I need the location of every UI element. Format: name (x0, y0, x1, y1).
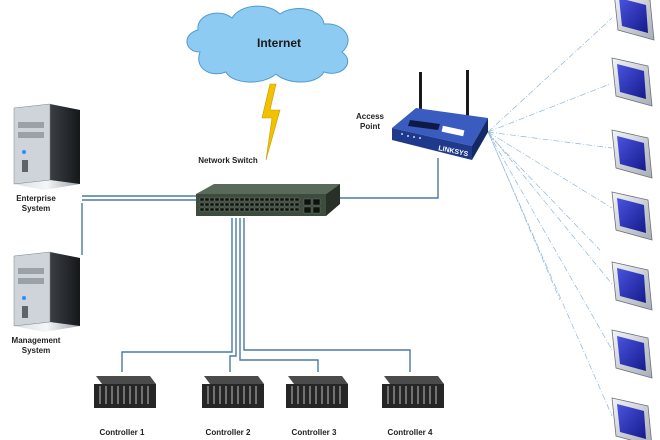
controller-2-device (202, 376, 264, 408)
management-system-label-line1: Management (11, 336, 61, 345)
network-switch-label: Network Switch (198, 156, 258, 165)
management-system-label: Management System (4, 336, 68, 356)
tablet-device-1 (614, 0, 655, 41)
lightning-bolt-icon (261, 83, 281, 161)
tablet-device-7 (611, 397, 652, 440)
management-system-label-line2: System (21, 346, 51, 355)
tablet-device-2 (611, 57, 653, 107)
controller-1-device (94, 376, 156, 408)
cable-controller-1 (121, 218, 233, 372)
enterprise-system-label: Enterprise System (4, 194, 68, 214)
management-system-server (13, 251, 80, 332)
cable-lines (81, 158, 439, 372)
tablet-device-4 (611, 191, 653, 241)
internet-cloud (186, 5, 349, 83)
internet-label: Internet (256, 36, 301, 50)
wireless-links (487, 17, 613, 417)
controller-3-label: Controller 3 (291, 428, 337, 437)
access-point-label-line2: Point (360, 122, 380, 131)
controller-2-label: Controller 2 (205, 428, 251, 437)
cable-controller-3 (239, 218, 319, 372)
tablet-device-3 (611, 129, 653, 179)
access-point-label-line1: Access (355, 112, 385, 121)
controller-4-label: Controller 4 (387, 428, 433, 437)
cable-controller-2 (229, 218, 237, 372)
tablet-device-5 (611, 261, 653, 311)
enterprise-system-server (13, 103, 80, 190)
controller-3-device (286, 376, 348, 408)
controller-4-device (382, 376, 444, 408)
controller-1-label: Controller 1 (99, 428, 145, 437)
tablet-device-6 (611, 329, 653, 379)
enterprise-system-label-line2: System (21, 204, 51, 213)
access-point-label: Access Point (346, 112, 394, 132)
access-point-router: LINKSYS (392, 70, 488, 160)
cable-access-point (336, 158, 439, 199)
network-switch (196, 184, 340, 216)
cable-controller-4 (243, 218, 411, 372)
enterprise-system-label-line1: Enterprise (16, 194, 56, 203)
